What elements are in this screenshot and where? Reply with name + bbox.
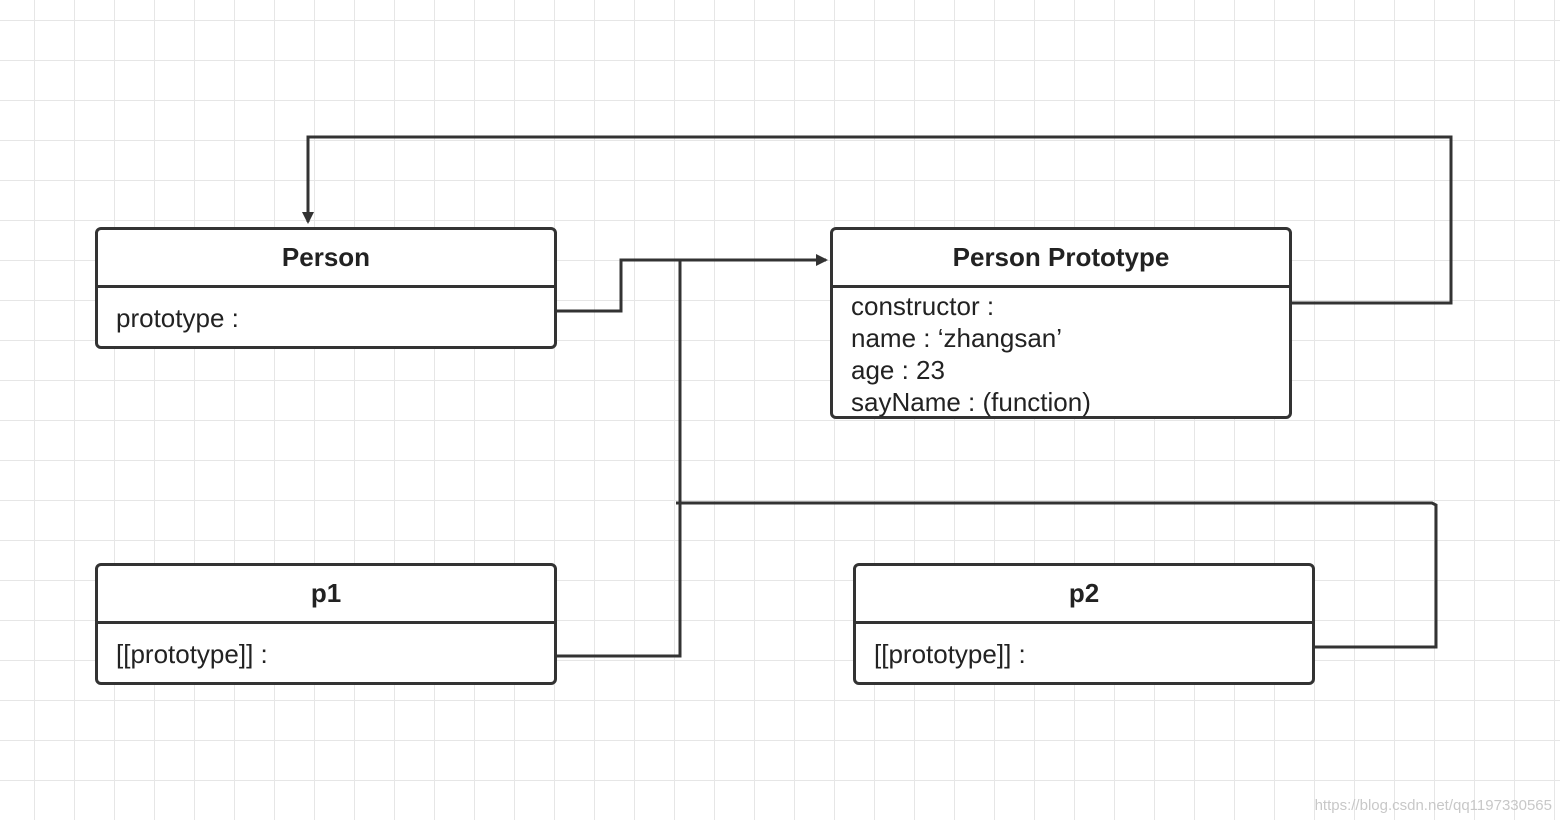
sayname-field: sayName : (function) (851, 387, 1091, 417)
age-field: age : 23 (851, 355, 945, 385)
constructor-to-person-arrow (302, 135, 1453, 305)
name-field: name : ‘zhangsan’ (851, 323, 1063, 353)
p2-box-title: p2 (856, 566, 1312, 624)
p1-box-title: p1 (98, 566, 554, 624)
p1-box: p1 [[prototype]] : (95, 563, 557, 685)
person-prototype-field: prototype : (116, 303, 239, 333)
p1-box-body: [[prototype]] : (98, 624, 554, 670)
p2-prototype-field: [[prototype]] : (874, 639, 1026, 669)
person-box-title: Person (98, 230, 554, 288)
p1-prototype-field: [[prototype]] : (116, 639, 268, 669)
person-box: Person prototype : (95, 227, 557, 349)
person-prototype-box-title: Person Prototype (833, 230, 1289, 288)
constructor-field: constructor : (851, 291, 995, 321)
person-box-body: prototype : (98, 288, 554, 334)
person-prototype-box: Person Prototype constructor : name : ‘z… (830, 227, 1292, 419)
p2-box-body: [[prototype]] : (856, 624, 1312, 670)
person-prototype-box-body: constructor : name : ‘zhangsan’ age : 23… (833, 288, 1289, 418)
p2-box: p2 [[prototype]] : (853, 563, 1315, 685)
watermark: https://blog.csdn.net/qq1197330565 (1314, 797, 1552, 814)
